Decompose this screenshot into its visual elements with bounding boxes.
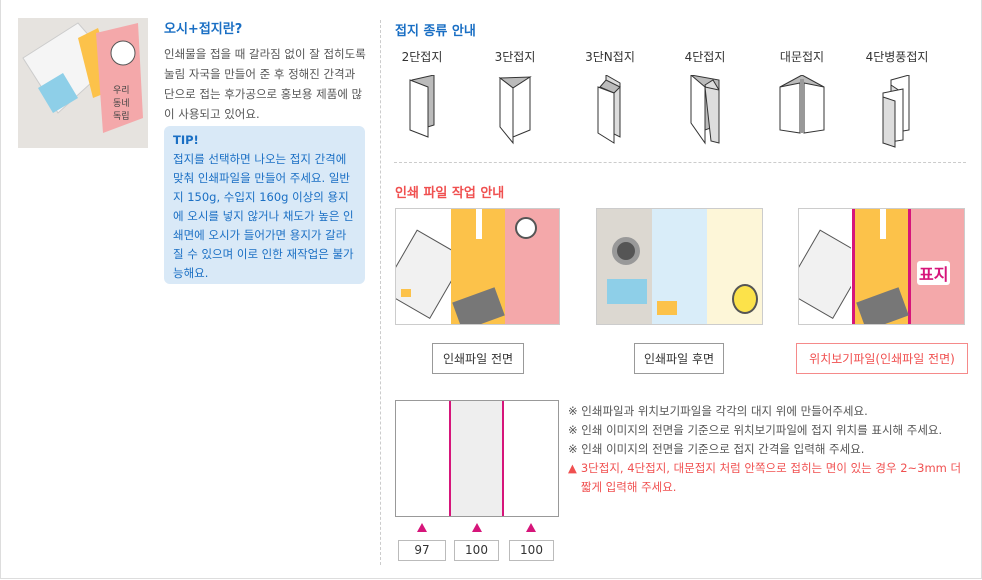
warning-note: ▲ 3단접지, 4단접지, 대문접지 처럼 안쪽으로 접히는 면이 있는 경우 … [568,459,968,497]
vertical-divider [380,20,381,565]
fold-label: 3단N접지 [585,50,635,64]
intro-title: 오시+접지란? [164,22,243,37]
gate-fold-icon [779,74,825,134]
three-n-fold-icon [597,74,621,144]
interval-input-1[interactable]: 97 [398,540,446,561]
fold-label: 대문접지 [779,50,825,64]
note: ※ 인쇄 이미지의 전면을 기준으로 위치보기파일에 접지 위치를 표시해 주세… [568,423,943,437]
fold-label: 2단접지 [401,50,443,64]
intro-description: 인쇄물을 접을 때 갈라짐 없이 잘 접히도록 눌림 자국을 만들어 준 후 정… [164,47,366,121]
note: ※ 인쇄파일과 위치보기파일을 각각의 대지 위에 만들어주세요. [568,404,868,418]
four-fold-icon [690,73,720,145]
interval-input-2[interactable]: 100 [454,540,499,561]
cover-label: 표지 [917,261,951,285]
fold-type-2[interactable]: 2단접지 [377,48,467,149]
tip-box: TIP! 접지를 선택하면 나오는 접지 간격에 맞춰 인쇄파일을 만들어 주세… [164,126,365,284]
fold-type-4-accordion[interactable]: 4단병풍접지 [852,48,942,159]
marker-triangle-icon [417,523,427,532]
fold-label: 4단병풍접지 [865,50,929,64]
tip-text: 접지를 선택하면 나오는 접지 간격에 맞춰 인쇄파일을 만들어 주세요. 일반… [173,152,354,280]
print-guide-title: 인쇄 파일 작업 안내 [395,186,505,201]
fold-type-3[interactable]: 3단접지 [470,48,560,149]
accordion-fold-icon [882,74,910,148]
interval-input-3[interactable]: 100 [509,540,554,561]
horizontal-divider [394,162,966,163]
print-back-thumbnail [596,208,763,325]
print-front-button[interactable]: 인쇄파일 전면 [432,343,524,374]
fold-type-gate[interactable]: 대문접지 [757,48,847,149]
fold-type-4[interactable]: 4단접지 [660,48,750,154]
fold-types-title: 접지 종류 안내 [395,24,476,39]
print-back-button[interactable]: 인쇄파일 후면 [634,343,724,374]
warning-text: 3단접지, 4단접지, 대문접지 처럼 안쪽으로 접히는 면이 있는 경우 2~… [580,461,962,494]
fold-type-3n[interactable]: 3단N접지 [565,48,655,149]
svg-text:독립: 독립 [113,111,130,122]
svg-text:동네: 동네 [113,98,130,109]
position-view-thumbnail: 표지 [798,208,965,325]
tip-label: TIP! [173,133,199,147]
warning-icon: ▲ [568,461,577,475]
position-view-button[interactable]: 위치보기파일(인쇄파일 전면) [796,343,968,374]
fold-label: 4단접지 [684,50,726,64]
marker-triangle-icon [526,523,536,532]
svg-text:우리: 우리 [113,85,130,96]
print-front-thumbnail [395,208,560,325]
fold-label: 3단접지 [494,50,536,64]
marker-triangle-icon [472,523,482,532]
brochure-photo: 우리 동네 독립 [18,18,148,148]
three-fold-icon [498,76,532,145]
notes: ※ 인쇄파일과 위치보기파일을 각각의 대지 위에 만들어주세요. ※ 인쇄 이… [568,402,968,497]
note: ※ 인쇄 이미지의 전면을 기준으로 접지 간격을 입력해 주세요. [568,442,865,456]
two-fold-icon [409,74,435,138]
fold-interval-diagram [395,400,559,517]
